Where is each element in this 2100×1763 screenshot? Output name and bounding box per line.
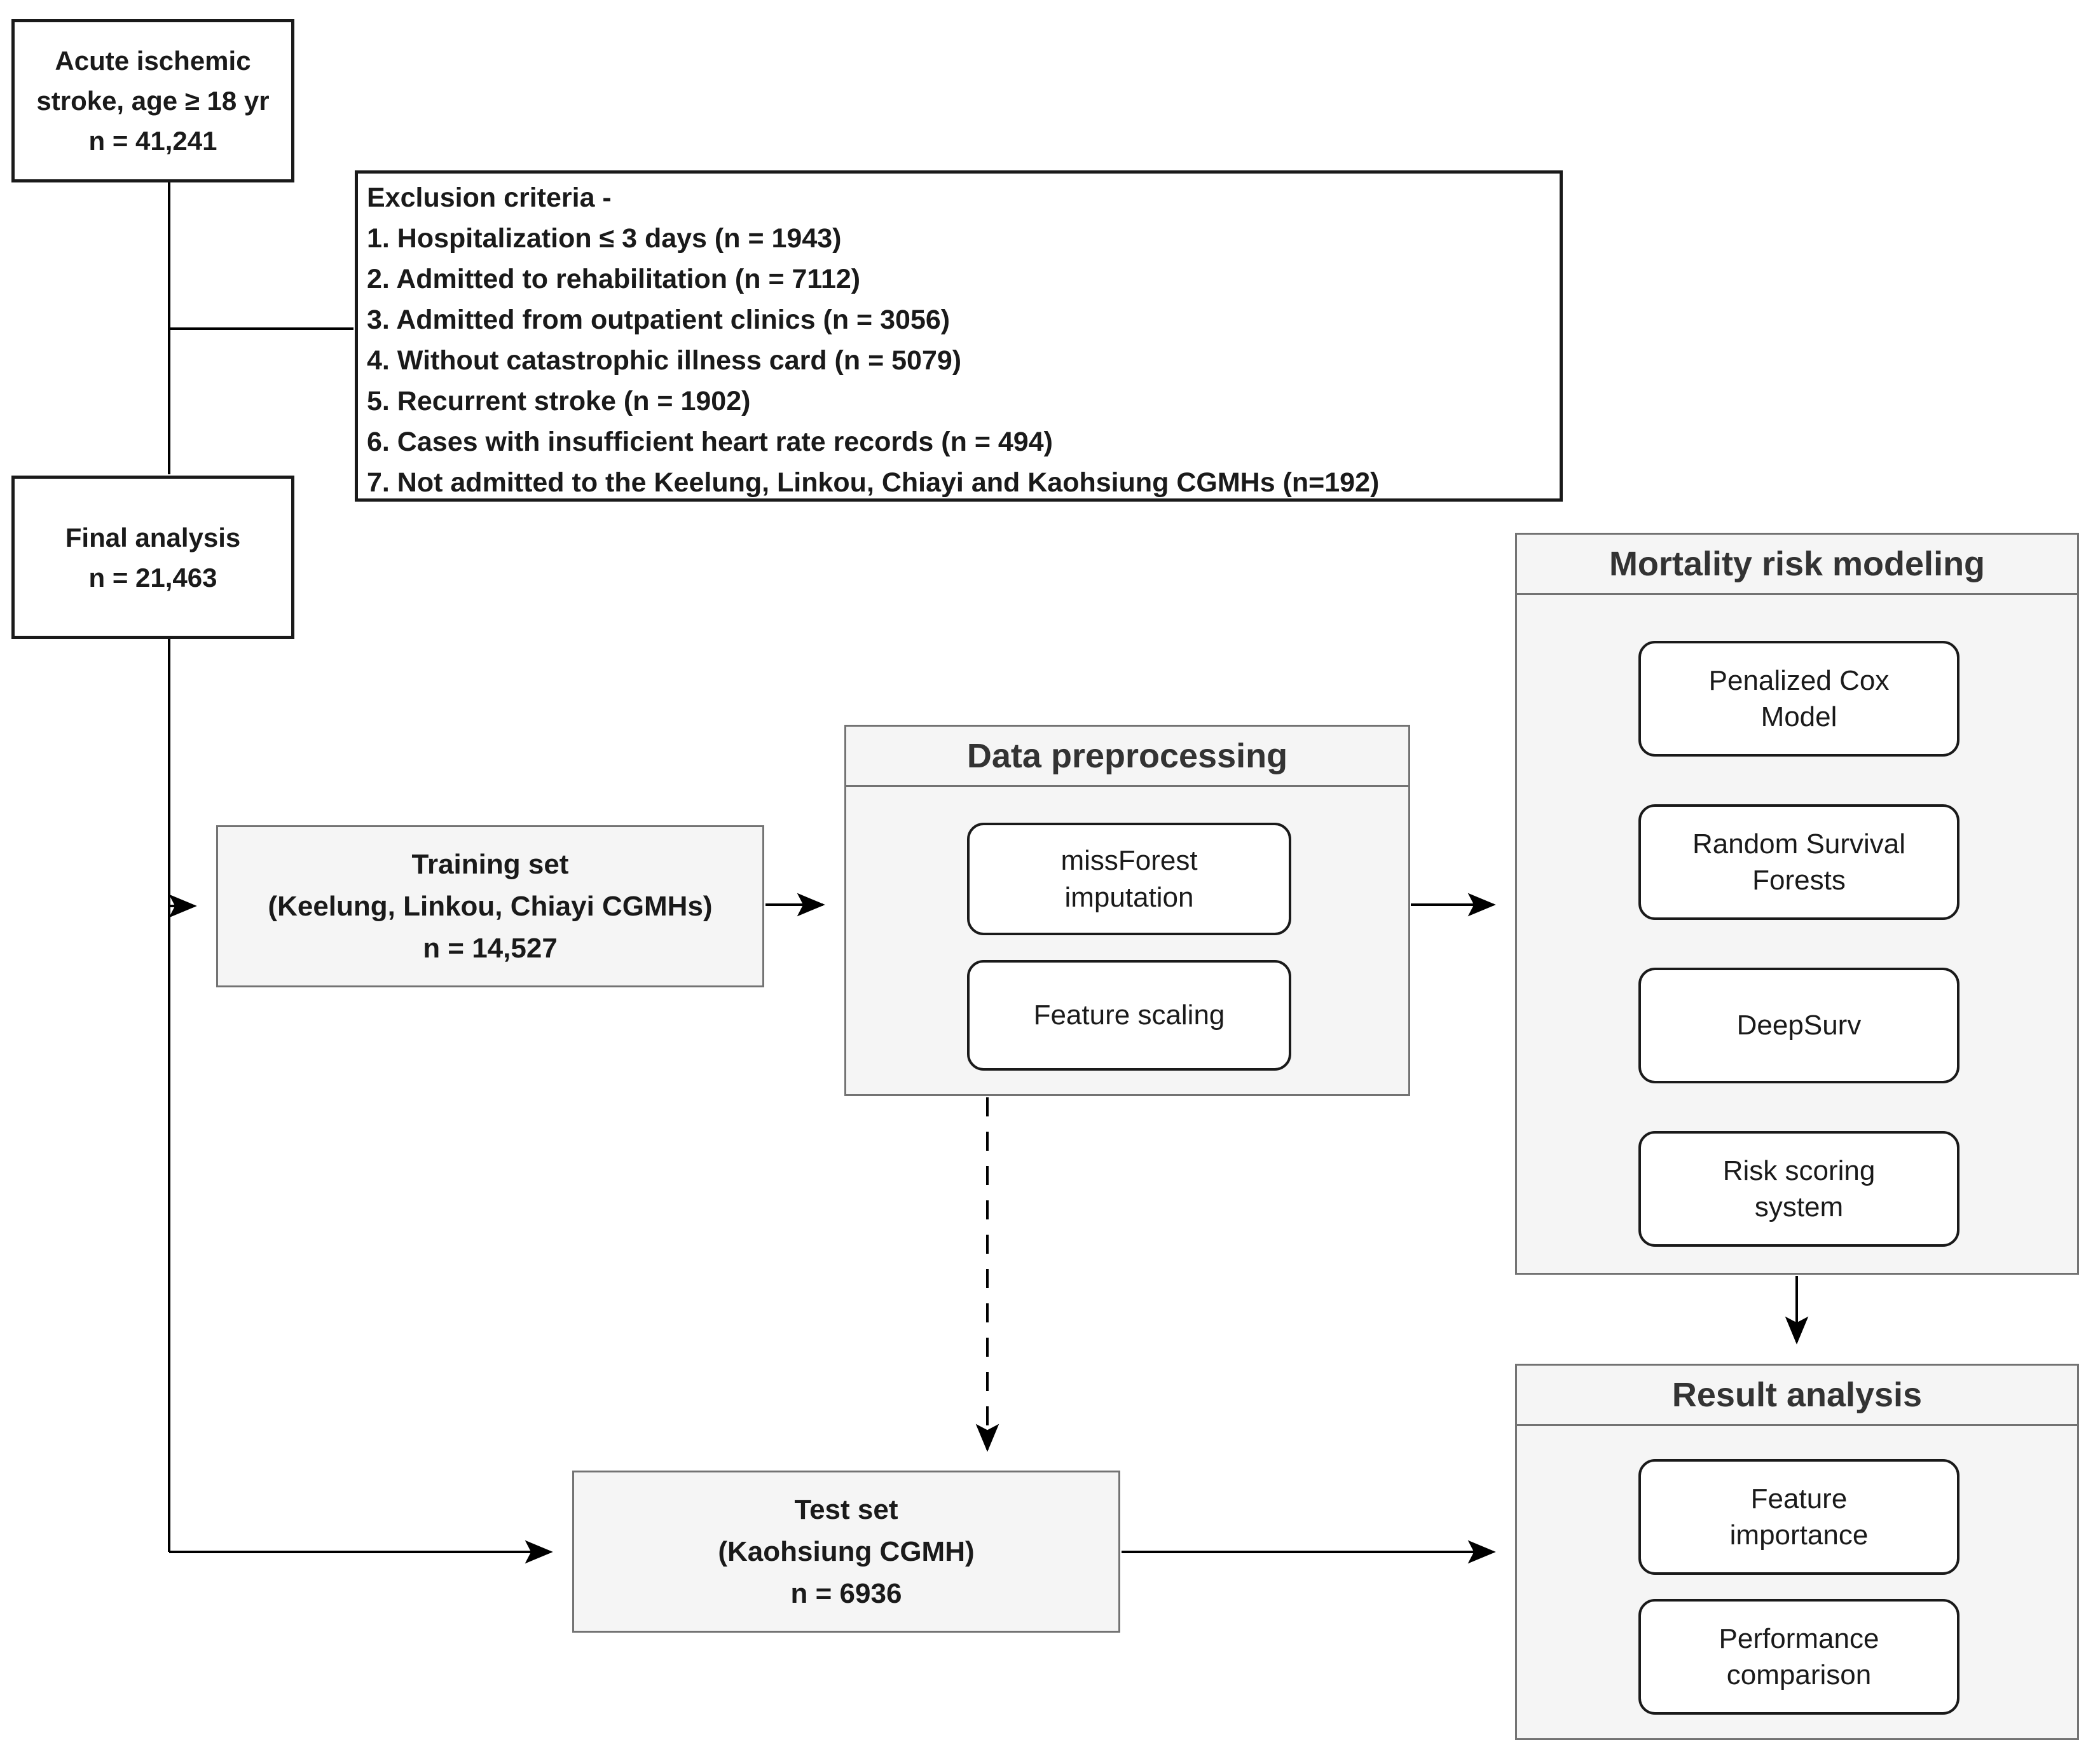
exclusion-item: 5. Recurrent stroke (n = 1902) <box>367 386 751 416</box>
penalized-cox-model-label: Penalized Cox Model <box>1708 664 1890 732</box>
mortality-risk-modeling-panel: Mortality risk modeling Penalized Cox Mo… <box>1515 533 2079 1275</box>
final-analysis-label: Final analysis n = 21,463 <box>65 522 241 593</box>
deepsurv-step: DeepSurv <box>1638 968 1959 1083</box>
random-survival-forests-label: Random Survival Forests <box>1692 828 1906 896</box>
acute-stroke-cohort-label: Acute ischemic stroke, age ≥ 18 yr n = 4… <box>36 46 270 156</box>
result-analysis-title: Result analysis <box>1517 1366 2077 1426</box>
exclusion-criteria-box: Exclusion criteria - 1. Hospitalization … <box>355 170 1563 502</box>
feature-scaling-label: Feature scaling <box>1033 999 1225 1031</box>
data-preprocessing-panel: Data preprocessing missForest imputation… <box>844 725 1410 1096</box>
exclusion-criteria-title: Exclusion criteria - <box>367 182 612 213</box>
training-set-box: Training set (Keelung, Linkou, Chiayi CG… <box>216 825 764 987</box>
exclusion-item: 2. Admitted to rehabilitation (n = 7112) <box>367 264 861 294</box>
penalized-cox-model-step: Penalized Cox Model <box>1638 641 1959 757</box>
exclusion-item: 4. Without catastrophic illness card (n … <box>367 345 962 376</box>
data-preprocessing-title: Data preprocessing <box>846 727 1408 787</box>
missforest-imputation-label: missForest imputation <box>1060 845 1198 913</box>
result-analysis-panel: Result analysis Feature importance Perfo… <box>1515 1364 2079 1740</box>
mortality-risk-modeling-title: Mortality risk modeling <box>1517 535 2077 595</box>
performance-comparison-step: Performance comparison <box>1638 1599 1959 1715</box>
final-analysis-box: Final analysis n = 21,463 <box>11 476 294 639</box>
exclusion-item: 3. Admitted from outpatient clinics (n =… <box>367 305 950 335</box>
missforest-imputation-step: missForest imputation <box>967 823 1291 935</box>
performance-comparison-label: Performance comparison <box>1719 1622 1879 1691</box>
exclusion-item: 1. Hospitalization ≤ 3 days (n = 1943) <box>367 223 842 254</box>
risk-scoring-system-step: Risk scoring system <box>1638 1131 1959 1247</box>
feature-scaling-step: Feature scaling <box>967 960 1291 1071</box>
test-set-label: Test set (Kaohsiung CGMH) n = 6936 <box>718 1493 975 1609</box>
feature-importance-step: Feature importance <box>1638 1459 1959 1575</box>
acute-stroke-cohort-box: Acute ischemic stroke, age ≥ 18 yr n = 4… <box>11 19 294 182</box>
exclusion-item: 6. Cases with insufficient heart rate re… <box>367 427 1053 457</box>
test-set-box: Test set (Kaohsiung CGMH) n = 6936 <box>572 1471 1120 1633</box>
feature-importance-label: Feature importance <box>1729 1483 1869 1551</box>
risk-scoring-system-label: Risk scoring system <box>1722 1155 1876 1223</box>
deepsurv-label: DeepSurv <box>1736 1010 1862 1041</box>
exclusion-item: 7. Not admitted to the Keelung, Linkou, … <box>367 467 1380 498</box>
training-set-label: Training set (Keelung, Linkou, Chiayi CG… <box>268 848 713 964</box>
random-survival-forests-step: Random Survival Forests <box>1638 804 1959 920</box>
